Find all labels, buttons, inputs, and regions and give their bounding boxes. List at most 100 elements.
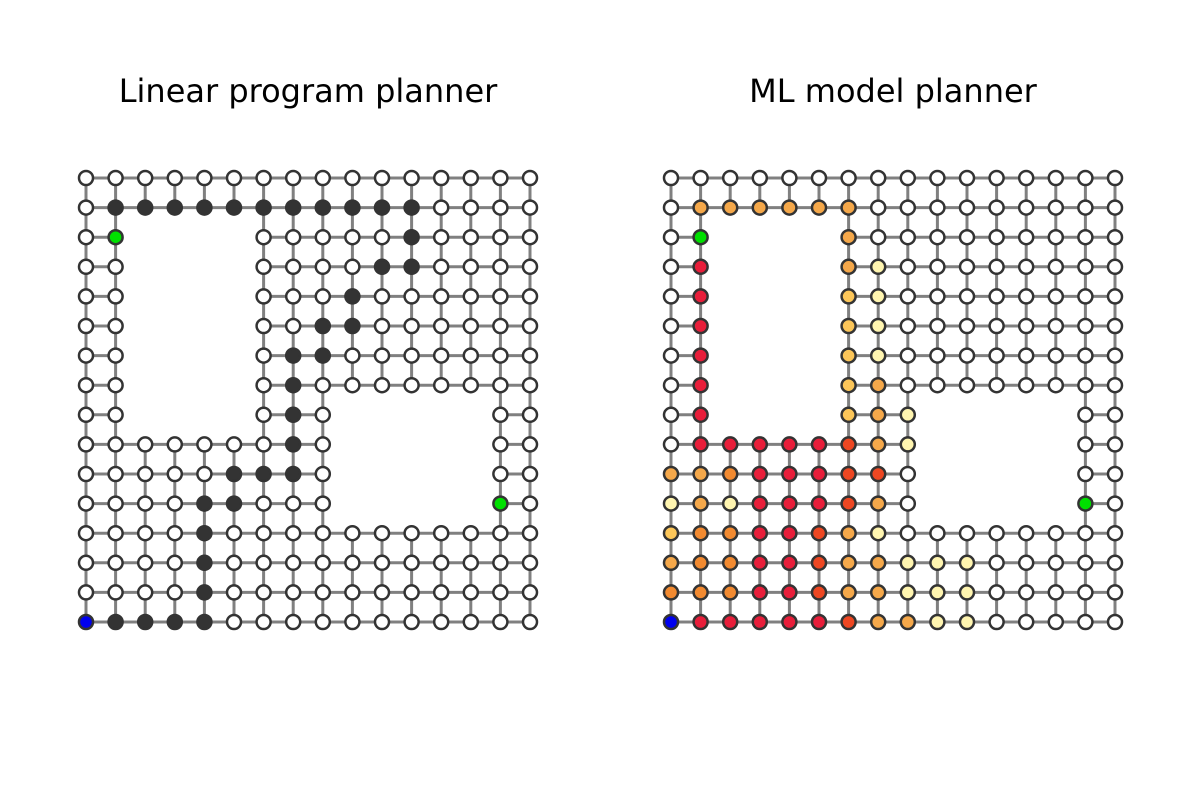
path-node bbox=[692, 584, 709, 601]
graph-node bbox=[284, 613, 302, 631]
path-node bbox=[692, 376, 709, 394]
graph-node bbox=[929, 524, 946, 542]
graph-node bbox=[136, 495, 154, 512]
path-node bbox=[284, 199, 302, 216]
graph-node bbox=[462, 376, 480, 394]
graph-node bbox=[432, 347, 450, 364]
graph-node bbox=[492, 317, 509, 335]
graph-node bbox=[107, 584, 124, 601]
graph-node bbox=[662, 317, 680, 335]
graph-node bbox=[373, 524, 391, 542]
path-node bbox=[692, 317, 709, 335]
goal-node bbox=[107, 228, 124, 246]
graph-node bbox=[869, 199, 887, 216]
graph-node bbox=[1077, 584, 1094, 601]
graph-node bbox=[1077, 554, 1094, 572]
graph-node bbox=[988, 288, 1005, 305]
path-node bbox=[692, 258, 709, 276]
graph-node bbox=[403, 347, 420, 364]
path-node bbox=[781, 436, 798, 453]
graph-node bbox=[662, 169, 680, 187]
graph-node bbox=[988, 554, 1005, 572]
graph-node bbox=[521, 554, 539, 572]
graph-node bbox=[77, 584, 95, 601]
path-node bbox=[662, 465, 680, 483]
graph-node bbox=[314, 258, 332, 276]
path-node bbox=[721, 495, 739, 512]
path-node bbox=[781, 554, 798, 572]
graph-node bbox=[462, 554, 480, 572]
graph-node bbox=[1106, 524, 1124, 542]
path-node bbox=[840, 495, 857, 512]
graph-node bbox=[462, 317, 480, 335]
graph-node bbox=[521, 406, 539, 424]
graph-node bbox=[958, 228, 976, 246]
graph-node bbox=[77, 406, 95, 424]
path-node bbox=[721, 554, 739, 572]
path-node bbox=[692, 524, 709, 542]
path-node bbox=[692, 495, 709, 512]
graph-node bbox=[1047, 584, 1065, 601]
graph-node bbox=[77, 465, 95, 483]
graph-node bbox=[462, 288, 480, 305]
graph-node bbox=[314, 228, 332, 246]
graph-node bbox=[662, 288, 680, 305]
path-node bbox=[166, 613, 184, 631]
graph-node bbox=[462, 228, 480, 246]
graph-node bbox=[462, 524, 480, 542]
path-node bbox=[107, 199, 124, 216]
path-node bbox=[692, 199, 709, 216]
graph-node bbox=[492, 199, 509, 216]
path-node bbox=[810, 465, 828, 483]
graph-node bbox=[373, 169, 391, 187]
graph-node bbox=[1017, 524, 1035, 542]
graph-node bbox=[521, 436, 539, 453]
graph-node bbox=[929, 169, 946, 187]
graph-node bbox=[166, 465, 184, 483]
graph-node bbox=[314, 436, 332, 453]
path-node bbox=[721, 436, 739, 453]
graph-node bbox=[107, 436, 124, 453]
graph-node bbox=[344, 554, 361, 572]
graph-node bbox=[403, 613, 420, 631]
graph-node bbox=[1106, 554, 1124, 572]
graph-node bbox=[136, 554, 154, 572]
graph-node bbox=[1077, 317, 1094, 335]
graph-node bbox=[196, 465, 213, 483]
path-node bbox=[840, 199, 857, 216]
graph-node bbox=[432, 584, 450, 601]
graph-node bbox=[1047, 169, 1065, 187]
path-node bbox=[751, 524, 769, 542]
graph-node bbox=[492, 347, 509, 364]
path-node bbox=[692, 554, 709, 572]
graph-node bbox=[344, 524, 361, 542]
path-node bbox=[196, 199, 213, 216]
graph-node bbox=[225, 584, 243, 601]
graph-node bbox=[373, 376, 391, 394]
graph-node bbox=[662, 347, 680, 364]
path-node bbox=[692, 436, 709, 453]
panel-title-ml-model: ML model planner bbox=[749, 72, 1037, 110]
path-node bbox=[810, 495, 828, 512]
path-node bbox=[284, 465, 302, 483]
path-node bbox=[662, 554, 680, 572]
graph-node bbox=[344, 584, 361, 601]
graph-node bbox=[521, 199, 539, 216]
path-node bbox=[373, 199, 391, 216]
path-node bbox=[781, 199, 798, 216]
path-node bbox=[751, 554, 769, 572]
graph-node bbox=[988, 199, 1005, 216]
graph-node bbox=[77, 317, 95, 335]
graph-node bbox=[492, 376, 509, 394]
graph-node bbox=[1106, 495, 1124, 512]
path-node bbox=[869, 495, 887, 512]
graph-node bbox=[1106, 228, 1124, 246]
path-node bbox=[751, 613, 769, 631]
path-node bbox=[692, 347, 709, 364]
graph-node bbox=[810, 169, 828, 187]
path-node bbox=[781, 584, 798, 601]
graph-node bbox=[255, 228, 272, 246]
graph-node bbox=[314, 495, 332, 512]
goal-node bbox=[692, 228, 709, 246]
